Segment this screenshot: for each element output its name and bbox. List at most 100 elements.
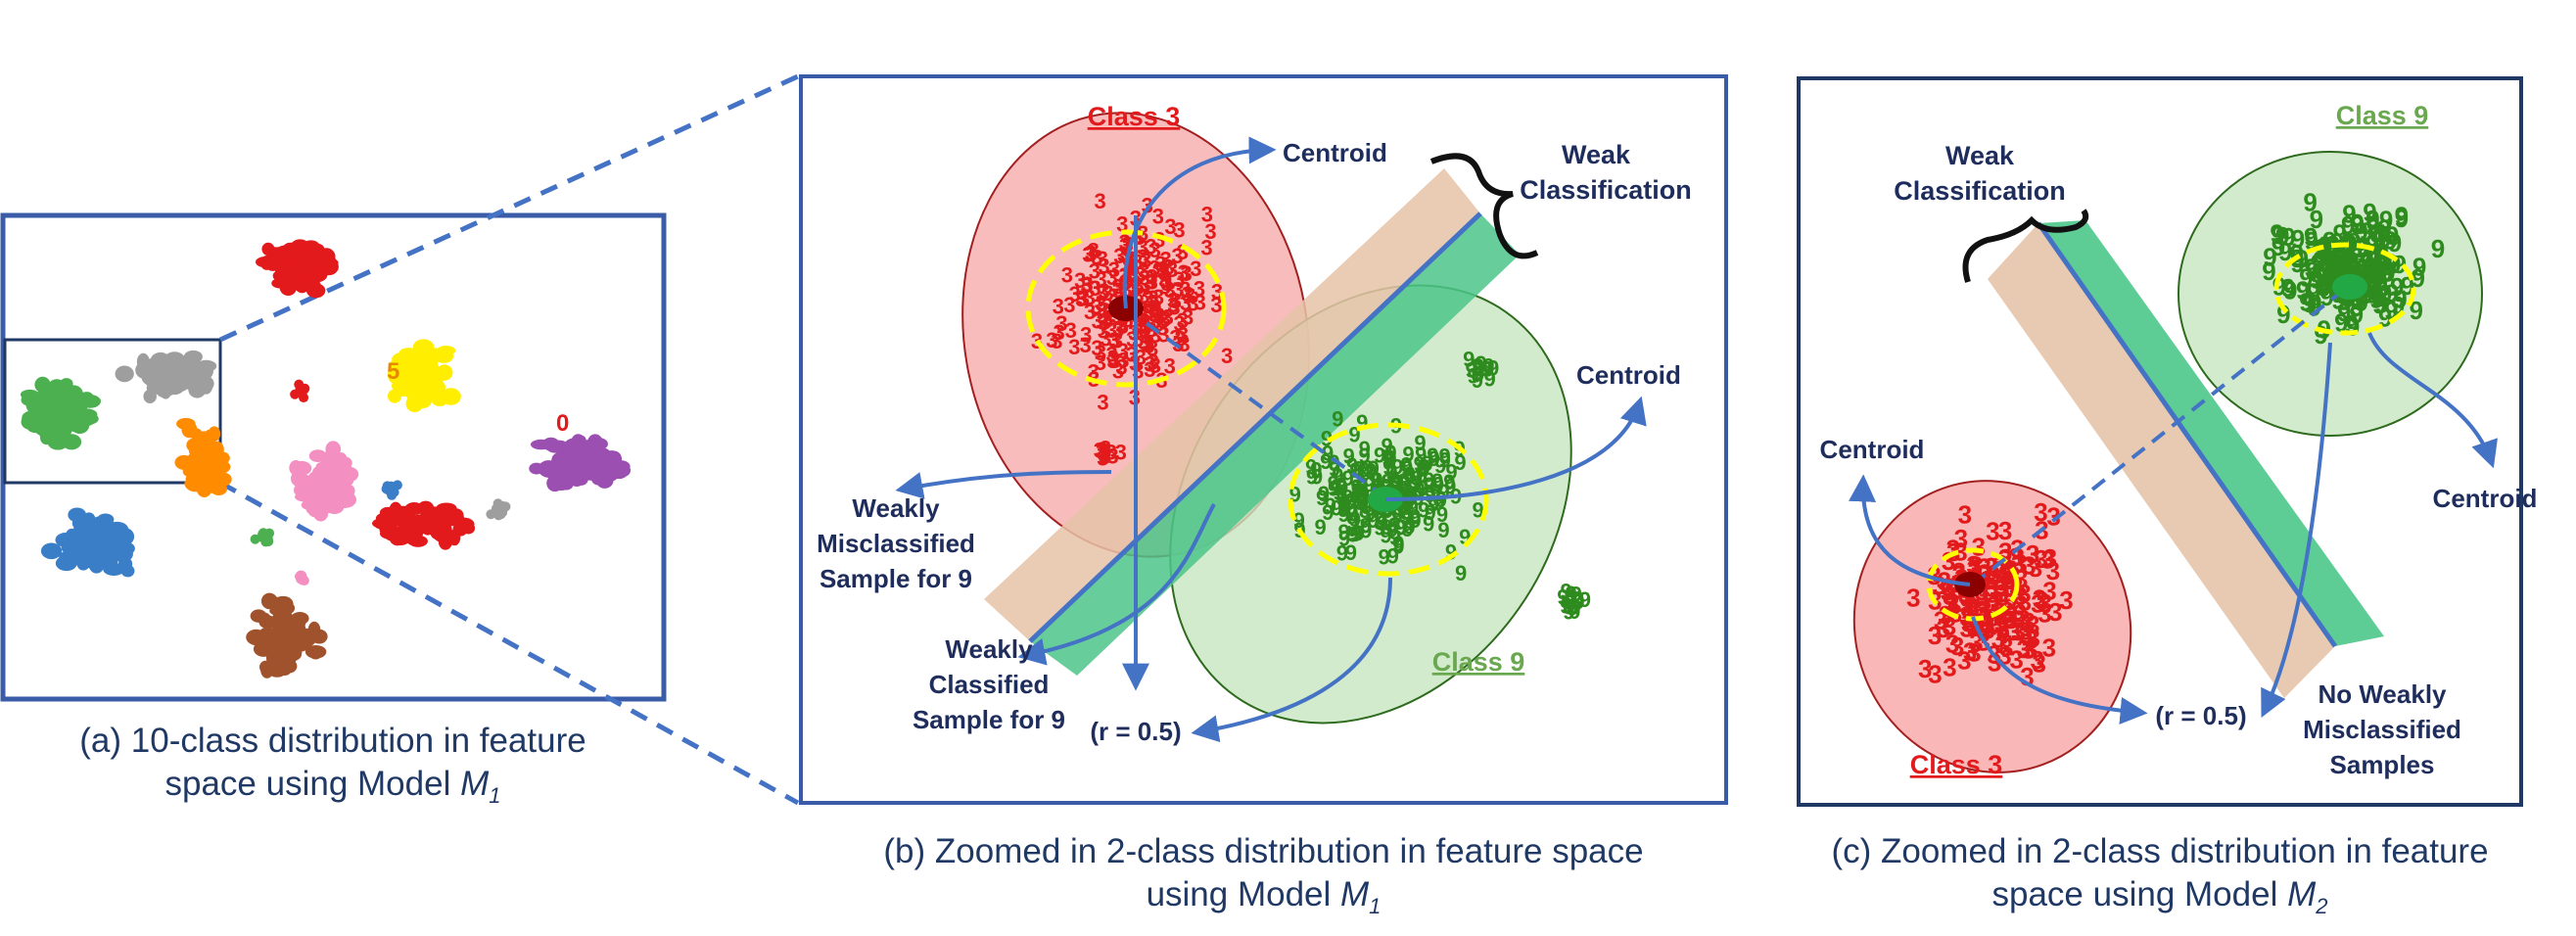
class9-sample: 9 xyxy=(1320,449,1332,474)
class9-label: Class 9 xyxy=(1432,647,1525,677)
centroid-arrow-c2 xyxy=(2367,332,2498,469)
class3-sample: 3 xyxy=(1147,269,1158,294)
cluster-point-orange xyxy=(174,454,194,470)
class9-sample: 9 xyxy=(2281,273,2295,303)
class3-sample: 3 xyxy=(1092,308,1103,333)
class9-sample: 9 xyxy=(1408,474,1420,498)
class9-sample: 9 xyxy=(1392,534,1404,558)
class9-sample: 9 xyxy=(2296,275,2310,304)
class9-sample: 9 xyxy=(2390,272,2404,302)
class3-sample: 3 xyxy=(1158,258,1170,283)
class9-sample: 9 xyxy=(1347,522,1359,546)
class9-sample: 9 xyxy=(1417,456,1429,481)
class9-sample: 9 xyxy=(2431,234,2445,263)
class9-sample: 9 xyxy=(1310,458,1322,483)
class9-sample: 9 xyxy=(2378,279,2392,308)
class9-sample: 9 xyxy=(2364,253,2377,282)
class3-sample: 3 xyxy=(2043,543,2057,573)
class9-sample: 9 xyxy=(1572,589,1584,614)
cluster-point-brown xyxy=(269,596,287,613)
class3-sample: 3 xyxy=(1097,309,1108,334)
class3-sample: 3 xyxy=(1106,265,1118,290)
class3-sample: 3 xyxy=(1161,271,1173,296)
class9-sample: 9 xyxy=(1402,442,1414,466)
class9-sample: 9 xyxy=(1557,585,1569,609)
misclassified-arrow xyxy=(895,470,1112,499)
class3-sample: 3 xyxy=(1109,349,1121,373)
class9-sample: 9 xyxy=(2334,308,2348,338)
class3-sample: 3 xyxy=(2013,599,2027,629)
class9-sample: 9 xyxy=(1443,470,1455,494)
class3-sample: 3 xyxy=(1142,286,1153,310)
class9-sample: 9 xyxy=(1354,479,1366,503)
weak-classification-label-1: Weak xyxy=(1562,140,1631,169)
class9-sample: 9 xyxy=(1345,540,1357,565)
class9-sample: 9 xyxy=(1338,502,1350,527)
class9-sample: 9 xyxy=(2366,275,2380,304)
class9-sample: 9 xyxy=(1455,561,1467,585)
cluster-point-gray xyxy=(135,361,154,379)
class3-sample: 3 xyxy=(1991,625,2005,654)
class9-sample: 9 xyxy=(2368,260,2382,290)
class9-sample: 9 xyxy=(2315,236,2328,265)
class3-sample: 3 xyxy=(1111,328,1123,352)
caption-c-line2: space using Model M2 xyxy=(1782,873,2538,928)
class3-sample: 3 xyxy=(1988,648,2001,678)
class3-sample: 3 xyxy=(1945,629,1959,658)
cluster-point-yellow xyxy=(387,389,402,403)
class9-sample: 9 xyxy=(1563,594,1574,619)
class9-sample: 9 xyxy=(2319,270,2333,300)
centroid-label-2: Centroid xyxy=(1576,360,1681,390)
class3-sample: 3 xyxy=(1957,646,1971,676)
class9-sample: 9 xyxy=(1435,488,1447,512)
class9-sample: 9 xyxy=(2347,227,2361,257)
cluster-point-brown xyxy=(277,664,292,676)
classified-arrow xyxy=(1017,503,1216,666)
class9-sample: 9 xyxy=(1396,515,1408,539)
cluster-point-blue xyxy=(65,528,78,545)
caption-c: (c) Zoomed in 2-class distribution in fe… xyxy=(1782,830,2538,928)
class3-sample: 3 xyxy=(2009,644,2023,674)
cluster-point-gray xyxy=(177,371,190,383)
class3-sample: 3 xyxy=(1088,238,1100,262)
class9-sample: 9 xyxy=(1423,468,1434,492)
class3-sample: 3 xyxy=(1200,236,1212,260)
class9-sample: 9 xyxy=(2291,224,2305,254)
class3-sample: 3 xyxy=(1928,621,1942,650)
class3-sample: 3 xyxy=(2000,596,2014,626)
panel-a: 0 5 xyxy=(0,73,800,806)
class9-sample: 9 xyxy=(1381,434,1392,458)
class3-sample: 3 xyxy=(1096,438,1107,462)
class9-sample: 9 xyxy=(1351,479,1363,503)
cluster-point-purple xyxy=(570,475,584,487)
class3-sample: 3 xyxy=(1177,240,1189,264)
class9-sample: 9 xyxy=(2344,230,2358,259)
class9-sample: 9 xyxy=(1404,462,1416,487)
class9-sample: 9 xyxy=(1336,487,1348,511)
class3-sample: 3 xyxy=(1985,552,1998,582)
class3-sample: 3 xyxy=(1167,288,1179,312)
class9-sample: 9 xyxy=(2395,202,2409,231)
class9-sample: 9 xyxy=(1374,443,1385,467)
class9-sample: 9 xyxy=(2283,275,2297,304)
class9-sample: 9 xyxy=(2304,222,2318,252)
cluster-point-yellow xyxy=(412,339,435,354)
class3-sample: 3 xyxy=(1979,603,1992,632)
weak-classification-label-c2: Classification xyxy=(1894,176,2066,206)
class3-sample: 3 xyxy=(1967,637,1981,667)
cluster-point-purple xyxy=(548,440,570,453)
class9-sample: 9 xyxy=(1384,441,1396,465)
class3-sample: 3 xyxy=(1140,249,1151,273)
class3-sample: 3 xyxy=(2046,502,2060,532)
class3-sample: 3 xyxy=(1100,327,1111,351)
class3-sample: 3 xyxy=(1182,305,1194,330)
radius-label: (r = 0.5) xyxy=(1090,717,1181,746)
class9-sample: 9 xyxy=(1472,368,1483,393)
class9-sample: 9 xyxy=(2318,230,2332,259)
class3-sample: 3 xyxy=(1152,285,1164,309)
class9-sample: 9 xyxy=(1436,502,1448,527)
class9-sample: 9 xyxy=(1350,475,1362,499)
class3-sample: 3 xyxy=(1168,295,1180,319)
class3-sample: 3 xyxy=(1194,276,1205,301)
